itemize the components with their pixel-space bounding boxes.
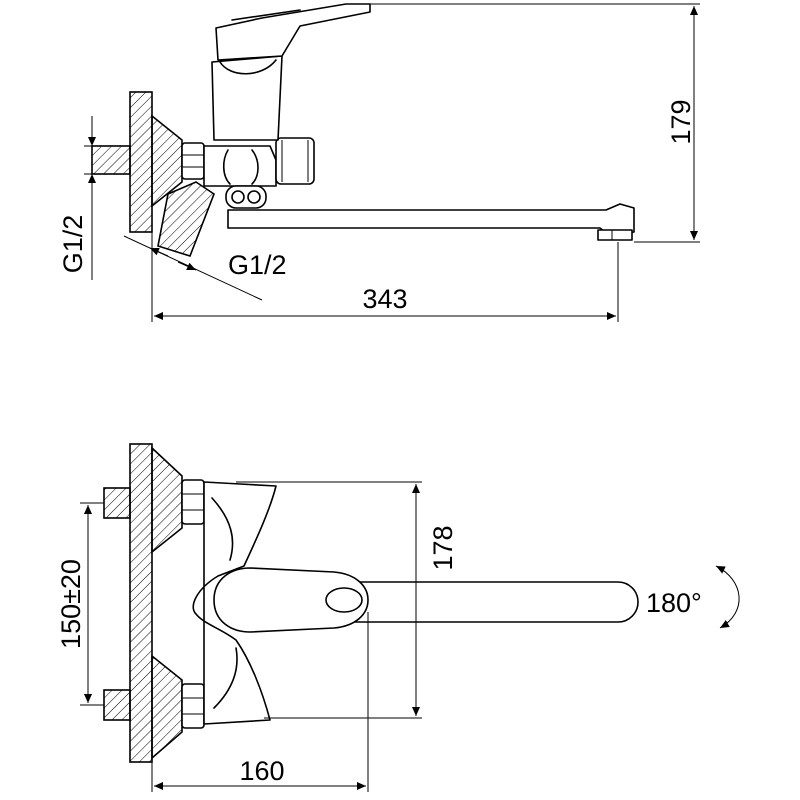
cartridge-body [211, 55, 283, 141]
hex-nut-upper [181, 479, 205, 525]
curved-arrow-icon [715, 565, 740, 629]
thread-label-diagonal: G1/2 [228, 250, 287, 280]
thread-label-vertical: G1/2 [58, 215, 88, 274]
wall-section-top [129, 443, 153, 763]
supply-pipe-lower [103, 689, 131, 721]
valve-body [203, 145, 277, 187]
dim-length-343: 343 [362, 284, 407, 314]
handle-lever-top [213, 567, 369, 633]
wall-section [129, 91, 153, 233]
handle-knob-top [325, 587, 363, 613]
eccentric-flange [151, 114, 183, 208]
dim-spacing-150: 150±20 [56, 559, 86, 649]
handle-lever [215, 3, 371, 61]
dim-width-160: 160 [239, 756, 284, 786]
hex-nut-lower [181, 683, 205, 729]
rotation-label: 180° [646, 588, 702, 618]
mixer-body-top [192, 481, 277, 725]
supply-pipe [91, 145, 131, 175]
supply-pipe-upper [103, 487, 131, 519]
flange-lower [151, 654, 183, 760]
eccentric-connector [157, 181, 215, 257]
hex-nut [181, 142, 205, 180]
dim-height-179: 179 [666, 99, 696, 144]
aerator [597, 229, 633, 241]
top-view: 178 150±20 160 180° [56, 443, 740, 792]
side-view: 179 343 G1/2 G1/2 [58, 3, 700, 322]
flange-upper [151, 446, 183, 554]
dim-depth-178: 178 [428, 525, 458, 570]
spout-top [343, 581, 639, 623]
diverter-knob [275, 137, 315, 185]
spout [227, 203, 635, 237]
